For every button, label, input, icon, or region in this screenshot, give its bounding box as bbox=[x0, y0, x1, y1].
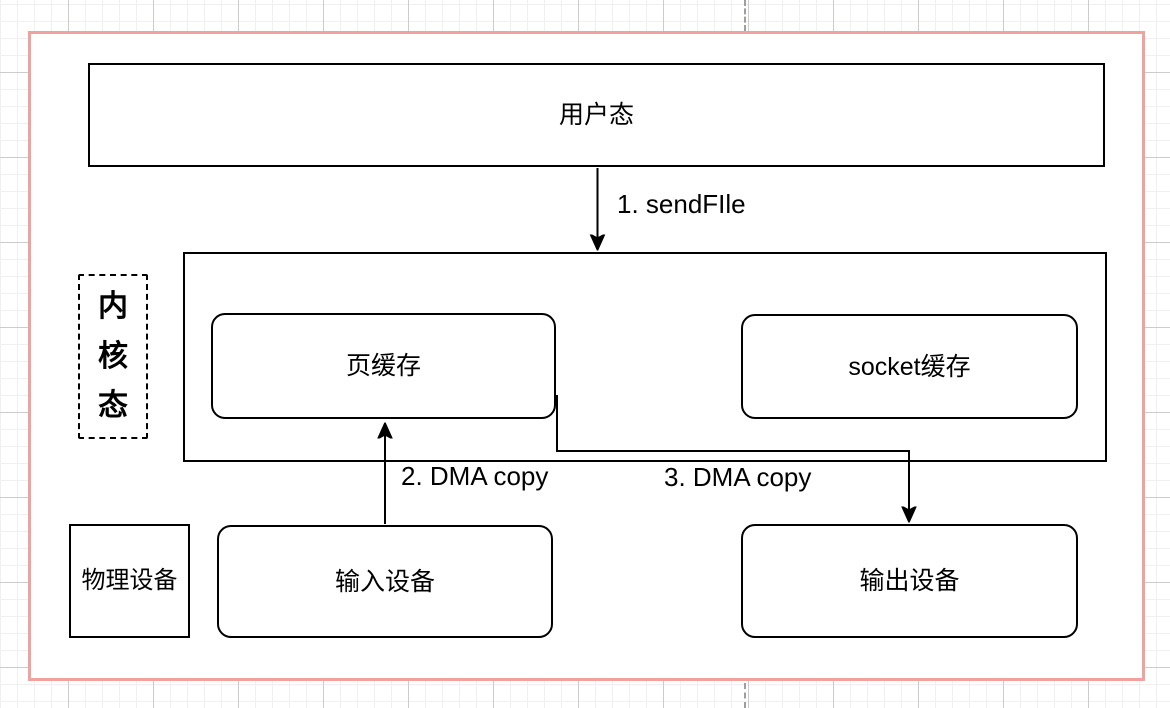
node-socket-cache-label: socket缓存 bbox=[848, 352, 971, 381]
node-kernel-mode-label: 内核态 bbox=[98, 290, 128, 423]
node-input-device: 输入设备 bbox=[217, 525, 553, 638]
node-page-cache-label: 页缓存 bbox=[345, 352, 421, 380]
node-physical-device-label: 物理设备 bbox=[81, 566, 178, 594]
node-user-mode-label: 用户态 bbox=[558, 101, 634, 129]
page-guide-line-bottom bbox=[744, 683, 746, 708]
node-kernel-mode: 内核态 bbox=[78, 274, 148, 439]
node-input-device-label: 输入设备 bbox=[334, 567, 435, 596]
edge-label-dma-copy-in: 2. DMA copy bbox=[401, 461, 549, 491]
node-output-device-label: 输出设备 bbox=[859, 567, 960, 595]
node-user-mode: 用户态 bbox=[88, 63, 1105, 167]
page-guide-line-top bbox=[744, 0, 746, 31]
node-page-cache: 页缓存 bbox=[211, 313, 556, 419]
node-output-device: 输出设备 bbox=[741, 524, 1078, 638]
edge-label-sendfile: 1. sendFIle bbox=[617, 189, 746, 219]
node-physical-device: 物理设备 bbox=[69, 524, 190, 638]
node-socket-cache: socket缓存 bbox=[741, 314, 1078, 419]
edge-label-dma-copy-out: 3. DMA copy bbox=[664, 462, 812, 492]
